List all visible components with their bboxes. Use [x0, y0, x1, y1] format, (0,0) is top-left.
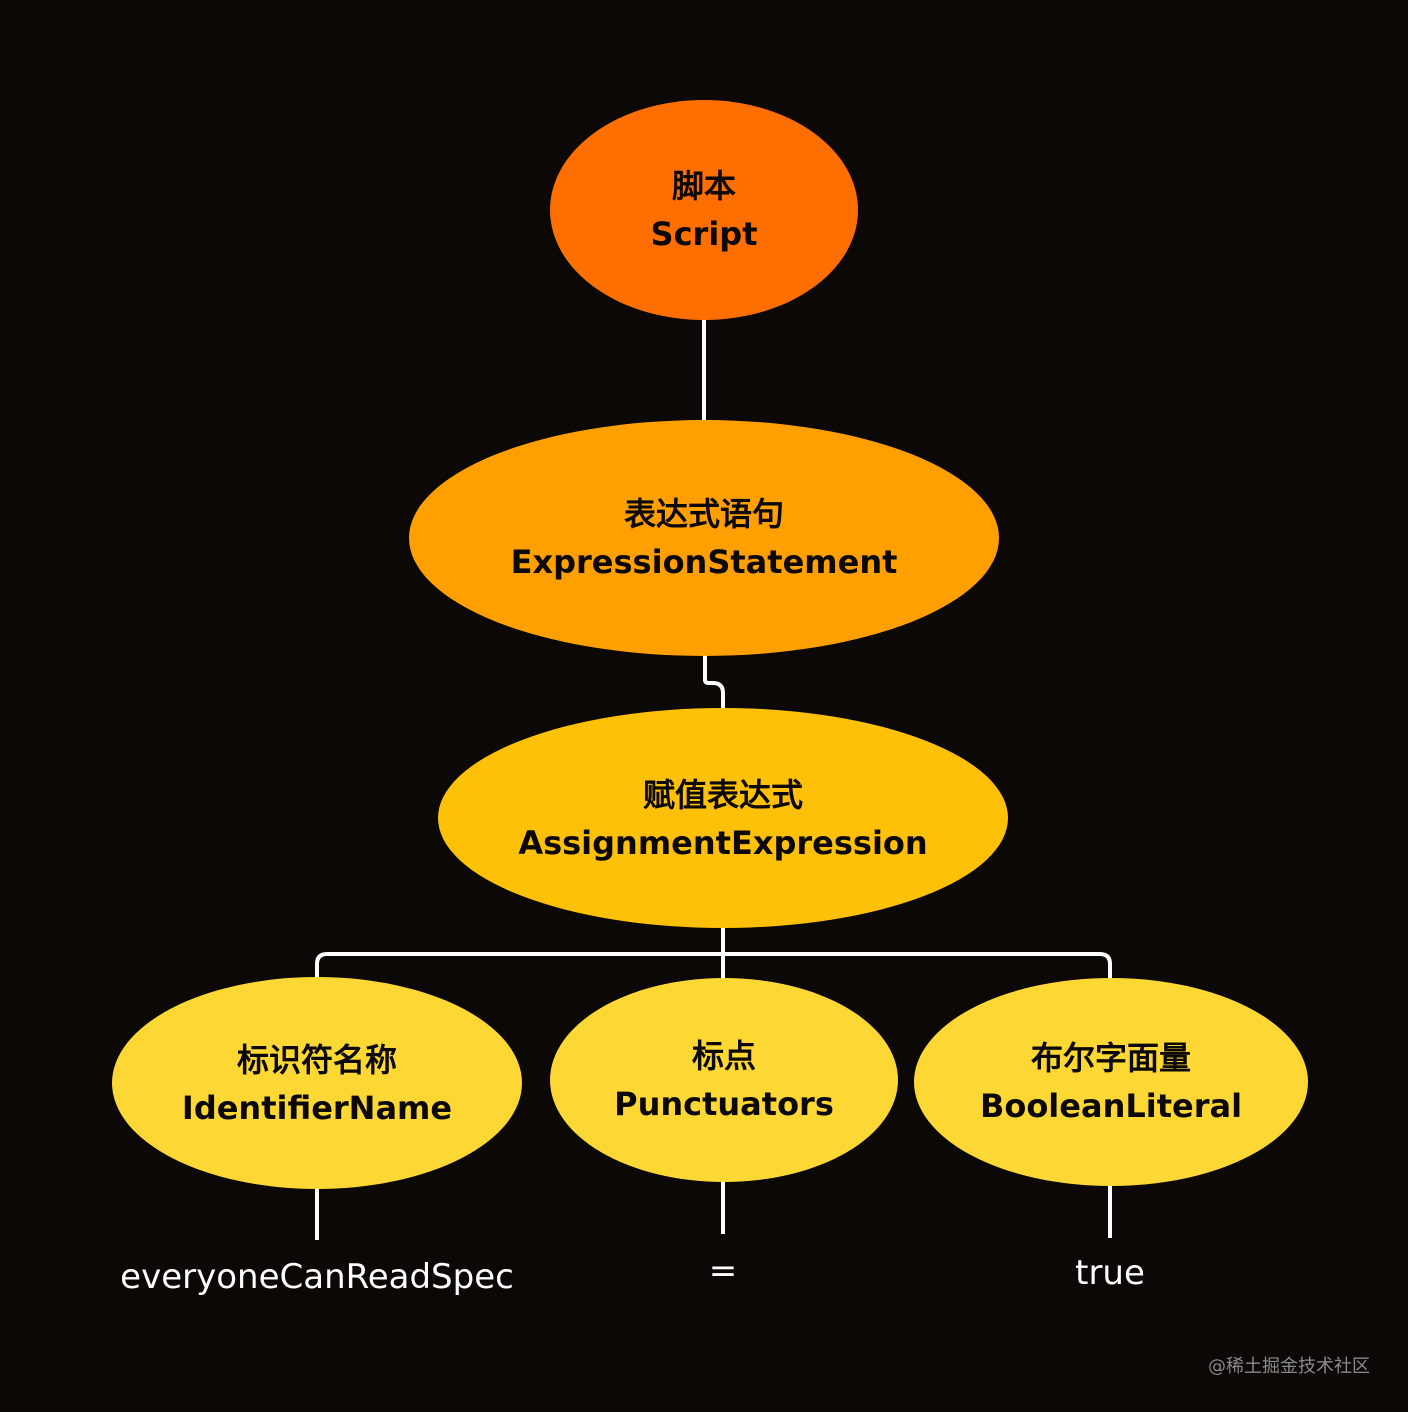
node-expression-statement: 表达式语句 ExpressionStatement — [409, 420, 999, 656]
node-boolean-literal: 布尔字面量 BooleanLiteral — [914, 978, 1308, 1186]
edge-branch-bar — [315, 952, 1112, 980]
node-punctuators-label-zh: 标点 — [692, 1037, 756, 1075]
node-assignment-expression-label-zh: 赋值表达式 — [643, 776, 803, 814]
node-punctuators-label-en: Punctuators — [614, 1085, 834, 1123]
node-expression-statement-label-en: ExpressionStatement — [511, 543, 898, 581]
node-assignment-expression-shape — [438, 708, 1008, 928]
node-identifier-name-label-en: IdentifierName — [182, 1089, 452, 1127]
node-boolean-literal-label-en: BooleanLiteral — [980, 1087, 1242, 1125]
node-expression-statement-label-zh: 表达式语句 — [624, 495, 784, 533]
node-script-shape — [550, 100, 858, 320]
leaf-punctuator-value: = — [709, 1251, 738, 1291]
leaf-boolean-value: true — [1075, 1253, 1145, 1293]
node-identifier-name-label-zh: 标识符名称 — [237, 1041, 397, 1079]
node-punctuators: 标点 Punctuators — [550, 978, 898, 1182]
node-expression-statement-shape — [409, 420, 999, 656]
node-boolean-literal-label-zh: 布尔字面量 — [1031, 1039, 1191, 1077]
watermark: @稀土掘金技术社区 — [1208, 1356, 1370, 1377]
node-script-label-zh: 脚本 — [672, 167, 736, 205]
node-boolean-literal-shape — [914, 978, 1308, 1186]
leaf-identifier-value: everyoneCanReadSpec — [120, 1257, 514, 1297]
leaf-values: everyoneCanReadSpec = true — [120, 1251, 1145, 1297]
node-script: 脚本 Script — [550, 100, 858, 320]
node-identifier-name-shape — [112, 977, 522, 1189]
node-identifier-name: 标识符名称 IdentifierName — [112, 977, 522, 1189]
edge-expression-statement-to-assignment-expression — [703, 654, 725, 710]
node-script-label-en: Script — [651, 215, 758, 253]
node-assignment-expression: 赋值表达式 AssignmentExpression — [438, 708, 1008, 928]
node-punctuators-shape — [550, 978, 898, 1182]
edges — [315, 318, 1112, 1240]
node-assignment-expression-label-en: AssignmentExpression — [518, 824, 927, 862]
